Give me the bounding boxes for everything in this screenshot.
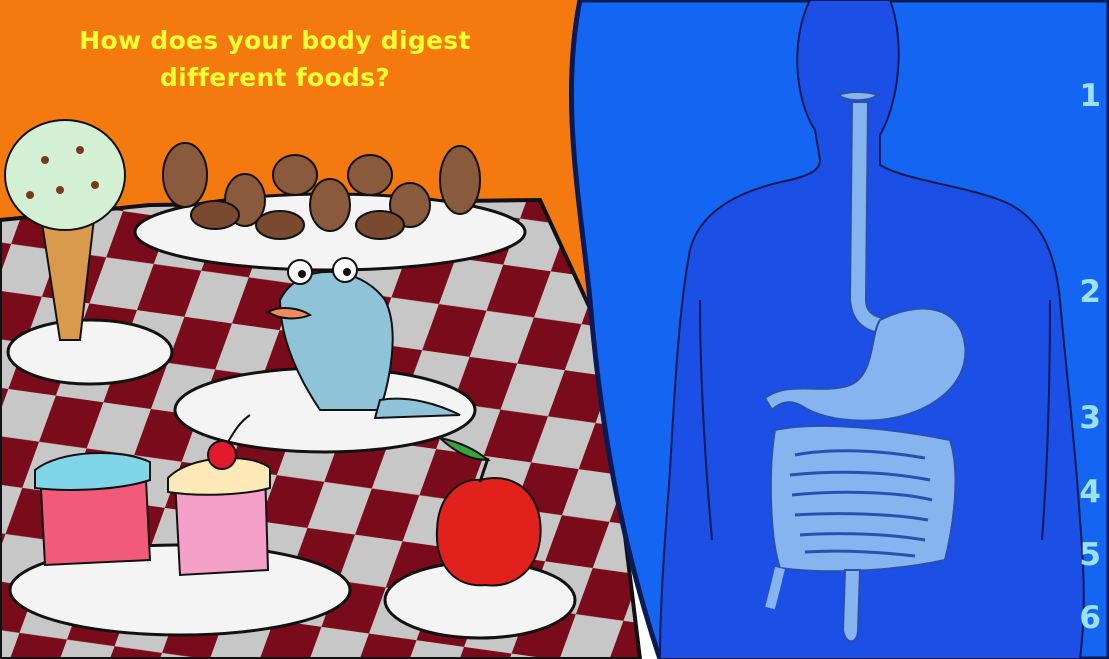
stage-number-1[interactable]: 1 [1061,78,1101,114]
stage-number-3[interactable]: 3 [1061,400,1101,436]
stage-number-4[interactable]: 4 [1061,474,1101,510]
stage-number-6[interactable]: 6 [1061,600,1101,636]
food-cake-slice-blue[interactable] [35,453,150,565]
activity-title: How does your body digest different food… [40,22,510,96]
title-line-1: How does your body digest [40,22,510,59]
stage-number-5[interactable]: 5 [1061,537,1101,573]
stage-number-2[interactable]: 2 [1061,274,1101,310]
rectum-shape [843,570,860,641]
title-line-2: different foods? [40,59,510,96]
mouth-shape [838,92,878,100]
